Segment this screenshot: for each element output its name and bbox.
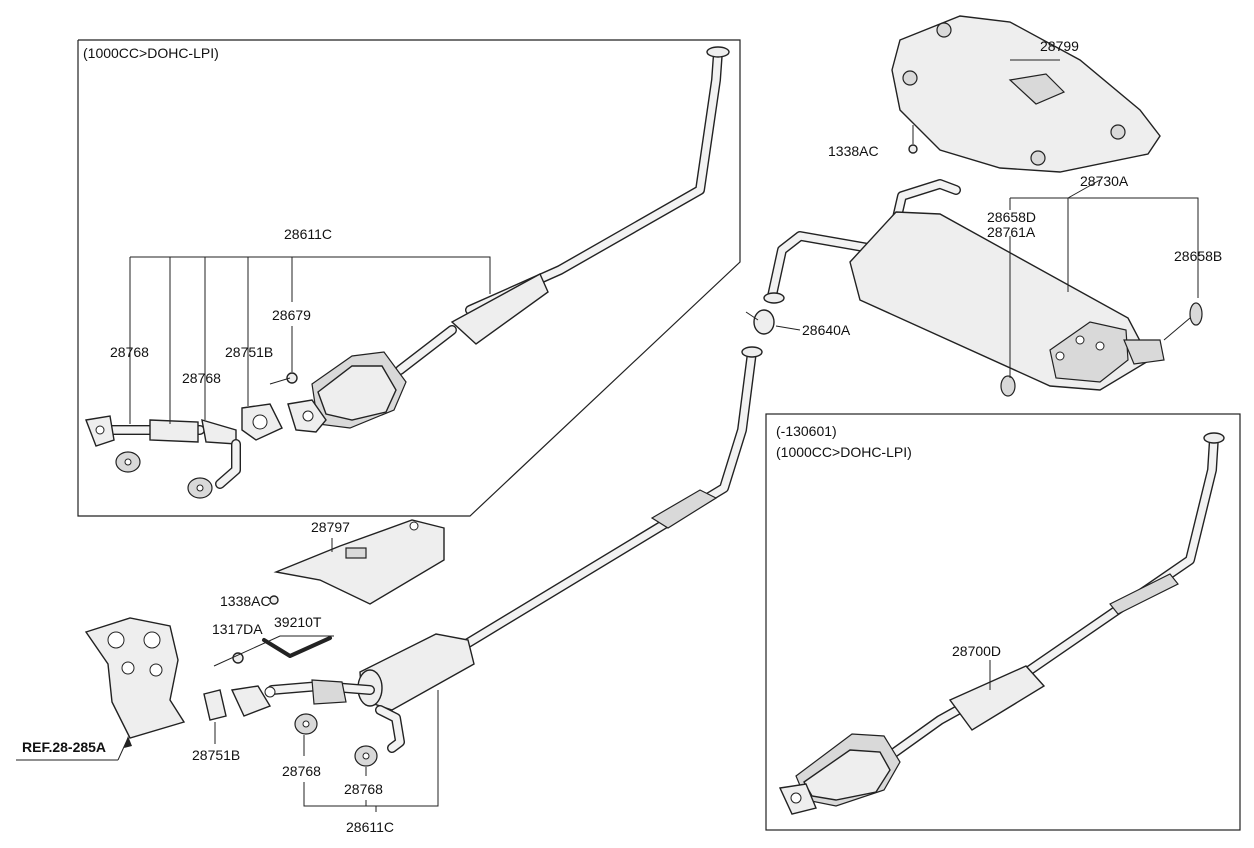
label-28797: 28797 <box>311 519 350 535</box>
label-28768-d: 28768 <box>344 781 383 797</box>
label-28751B-bottom: 28751B <box>192 747 240 763</box>
label-1338AC-top: 1338AC <box>828 143 879 159</box>
ref-28-285A-leader <box>16 736 132 761</box>
label-28700D: 28700D <box>952 643 1001 659</box>
main-exhaust-pipe <box>267 346 763 753</box>
label-28768-b: 28768 <box>182 370 221 386</box>
bottom-right-variant-box: (-130601) (1000CC>DOHC-LPI) 28700D <box>765 413 1241 831</box>
label-39210T: 39210T <box>274 614 322 630</box>
label-28640A: 28640A <box>802 322 851 338</box>
label-28658D: 28658D <box>987 209 1036 225</box>
bottom-right-variant-header-1: (-130601) <box>776 423 837 439</box>
label-28611C-top: 28611C <box>284 226 332 242</box>
bottom-right-variant-header-2: (1000CC>DOHC-LPI) <box>776 444 912 460</box>
leader-28611C-bottom <box>303 690 439 812</box>
heat-shield-28799 <box>891 15 1161 173</box>
rubber-hanger-bottom-2 <box>354 745 378 767</box>
front-pipe-assembly-top <box>85 46 730 499</box>
leader-28611C-top <box>129 256 491 424</box>
label-28761A: 28761A <box>987 224 1036 240</box>
label-1317DA: 1317DA <box>212 621 263 637</box>
top-left-variant-box: (1000CC>DOHC-LPI) <box>77 39 741 517</box>
gasket-28751B-bottom <box>203 689 227 744</box>
nut-1338AC-top <box>908 144 918 154</box>
label-28768-a: 28768 <box>110 344 149 360</box>
nut-1317DA <box>232 652 244 664</box>
hanger-28658B <box>1189 302 1203 326</box>
rubber-hanger-bottom-1 <box>294 713 318 735</box>
hanger-28658D <box>1000 375 1016 397</box>
nut-28679 <box>286 372 298 384</box>
label-28799: 28799 <box>1040 38 1079 54</box>
label-28611C-bottom: 28611C <box>346 819 394 835</box>
label-1338AC-mid: 1338AC <box>220 593 271 609</box>
label-28730A: 28730A <box>1080 173 1129 189</box>
top-left-variant-header: (1000CC>DOHC-LPI) <box>83 45 219 61</box>
label-ref-28-285A: REF.28-285A <box>22 739 106 755</box>
clamp-28640A <box>745 309 801 335</box>
exhaust-manifold <box>84 617 186 739</box>
heat-shield-28797 <box>273 519 445 605</box>
label-28751B-top: 28751B <box>225 344 273 360</box>
label-28768-c: 28768 <box>282 763 321 779</box>
rubber-hanger-top-1 <box>115 451 141 473</box>
label-28679: 28679 <box>272 307 311 323</box>
gasket-flange-lower <box>230 685 276 717</box>
rubber-hanger-top-2 <box>187 477 213 499</box>
nut-1338AC-mid <box>269 595 279 605</box>
muffler-assembly-28730A <box>745 179 1203 397</box>
front-pipe-28700D <box>778 432 1225 815</box>
label-28658B: 28658B <box>1174 248 1222 264</box>
